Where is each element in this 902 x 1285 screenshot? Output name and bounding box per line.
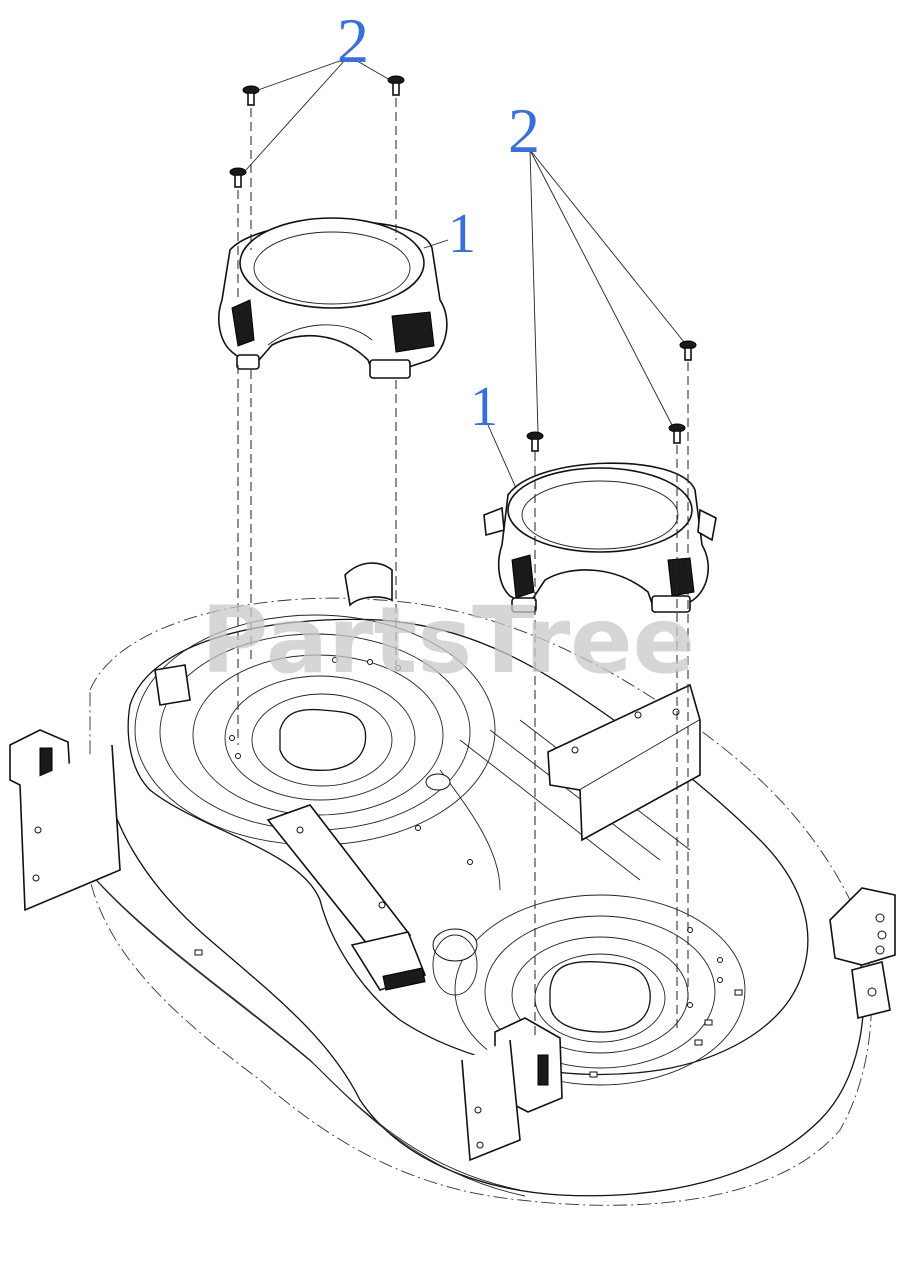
leader-lines xyxy=(245,57,685,489)
watermark: PartsTree xyxy=(201,587,695,694)
callout-2-left: 2 xyxy=(337,5,369,76)
screw-right-left xyxy=(526,431,544,452)
center-hanger-strap xyxy=(266,804,427,991)
callout-2-right: 2 xyxy=(508,95,540,166)
screw-right-top xyxy=(679,340,697,361)
mower-deck-housing xyxy=(89,562,872,1206)
screw-top-mid xyxy=(387,75,405,96)
screw-top-left xyxy=(242,85,260,106)
rear-arm-bracket xyxy=(547,683,701,842)
callout-1-right: 1 xyxy=(470,376,498,438)
alignment-lines xyxy=(237,98,689,1040)
spindle-cover-left xyxy=(218,217,448,379)
callout-1-left: 1 xyxy=(448,203,476,265)
spindle-cover-right xyxy=(483,462,717,613)
right-discharge-bracket xyxy=(829,887,896,1019)
front-right-bracket xyxy=(461,1017,563,1162)
screw-left-lower xyxy=(229,167,247,188)
left-mount-bracket xyxy=(9,729,121,912)
screw-right-mid xyxy=(668,423,686,444)
